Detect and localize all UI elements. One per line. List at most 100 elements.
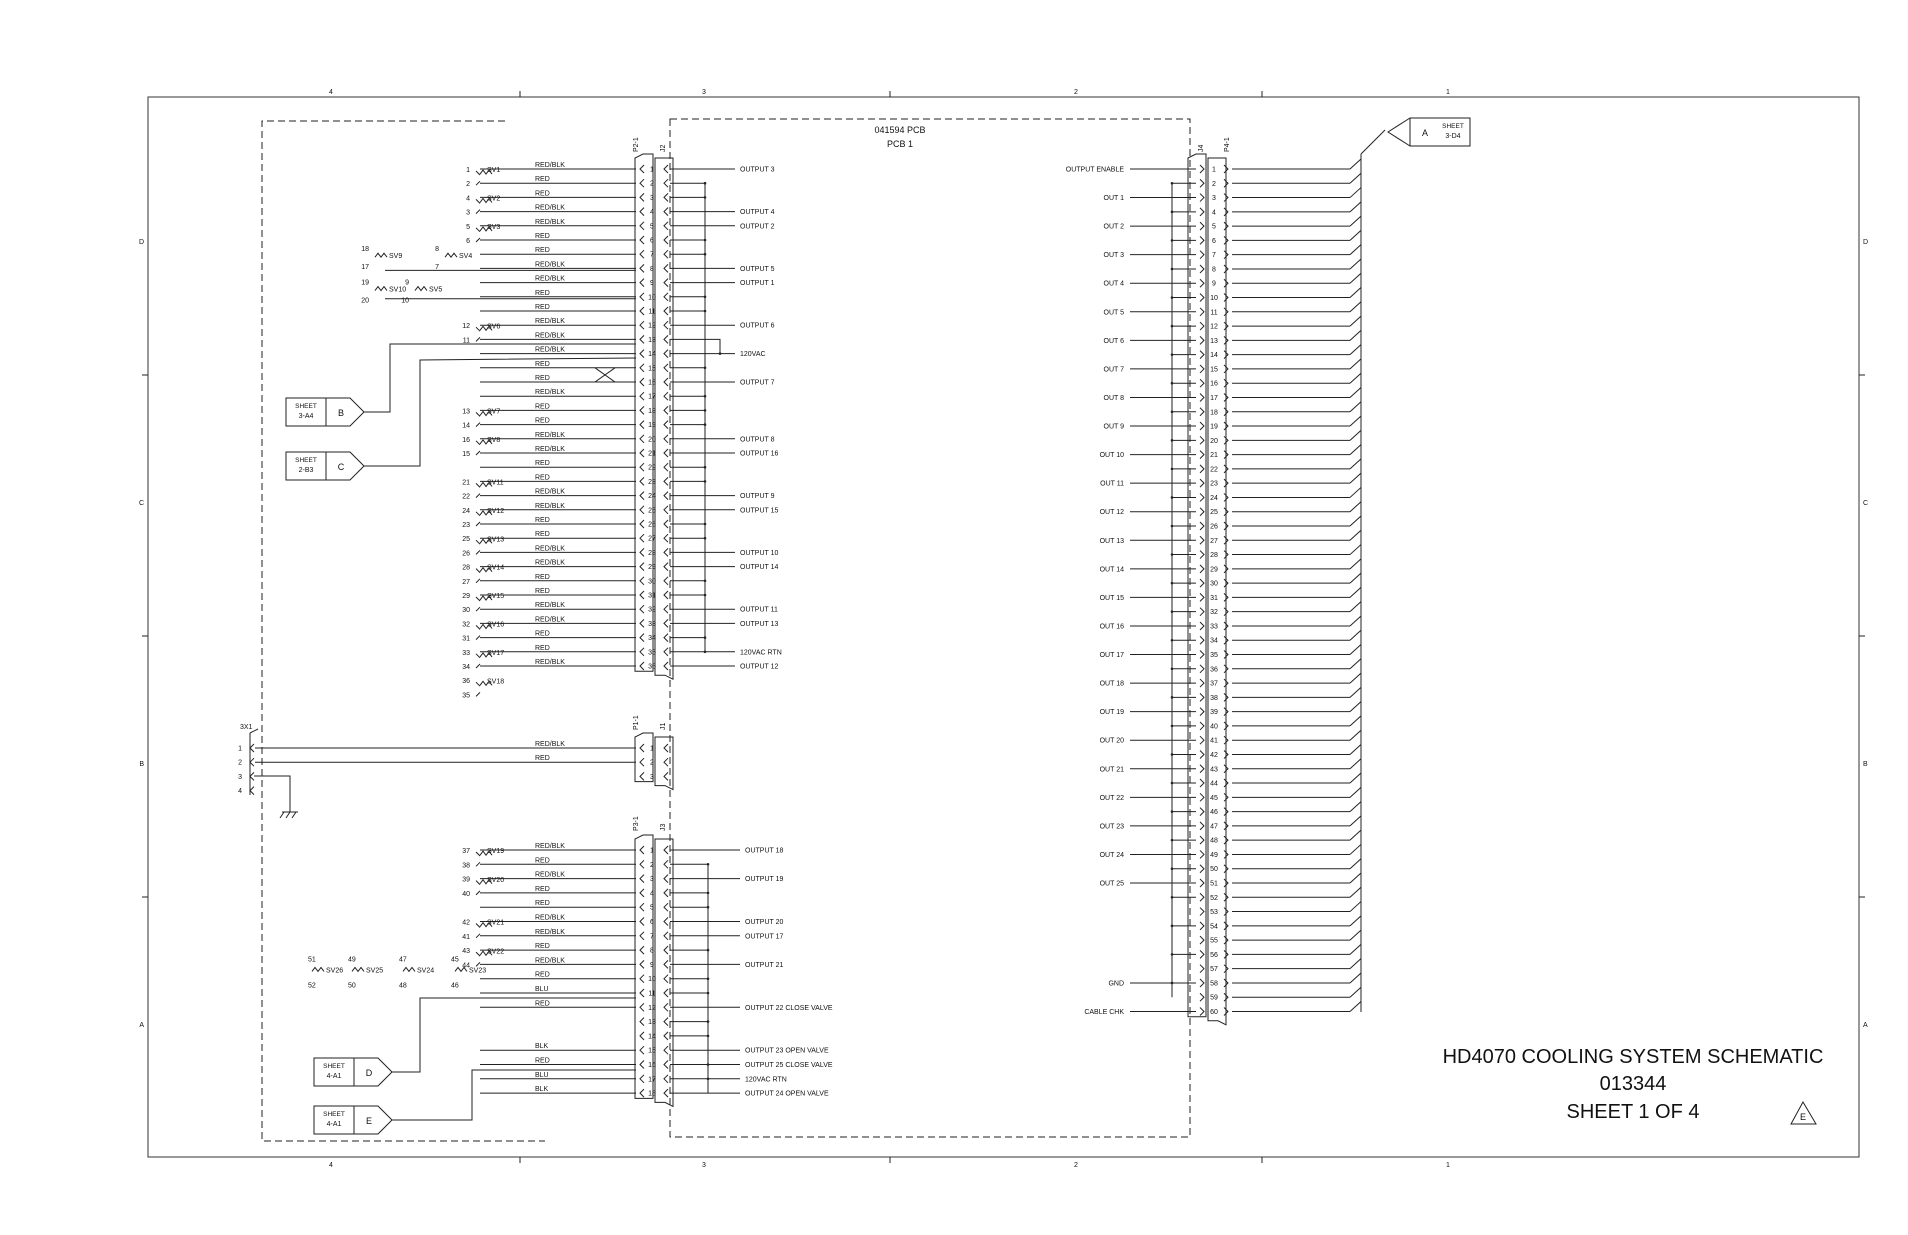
j2-bus-junction (703, 650, 707, 654)
j4-signal-label: OUT 22 (1100, 795, 1124, 802)
j4-plug-chevron (1223, 678, 1229, 688)
j2-wire-color: RED/BLK (535, 205, 565, 212)
j3-plug-chevron (639, 1017, 645, 1026)
j3-bus-junction (706, 991, 710, 995)
j2-plug-chevron (639, 462, 645, 472)
sv-wire-number: 15 (462, 451, 470, 458)
j4-pin-number: 28 (1210, 552, 1218, 559)
j2-bus-junction (703, 636, 707, 639)
j4-cable-bend (1349, 815, 1362, 827)
j4-signal-label: OUT 8 (1104, 395, 1125, 402)
j2-pin-number: 20 (648, 436, 656, 443)
sv-wire-number: 38 (462, 862, 470, 869)
j4-cable-bend (1349, 515, 1362, 527)
j4-cable-bend (1349, 886, 1362, 898)
j4-cable-bend (1349, 786, 1362, 798)
j2-wire-color: RED (535, 375, 550, 382)
ref-tag-loc: 4-A1 (327, 1121, 342, 1128)
j4-pin-number: 52 (1210, 895, 1218, 902)
j2-wire-color: RED (535, 588, 550, 595)
j2-socket-chevron (663, 363, 669, 373)
j4-socket-chevron (1199, 607, 1205, 617)
j3-plug-chevron (639, 960, 645, 969)
j2-socket-chevron (663, 207, 669, 216)
j3-socket-chevron (663, 888, 669, 898)
j4-signal-label: CABLE CHK (1084, 1009, 1124, 1016)
j4-plug-chevron (1223, 207, 1229, 217)
j2-wire-color: RED (535, 176, 550, 183)
j2-pin-number: 23 (648, 479, 656, 486)
pcb-name: PCB 1 (887, 139, 913, 149)
sv-coil (479, 566, 493, 573)
j2-plug-chevron (639, 249, 645, 259)
sv-lead (475, 412, 481, 427)
j4-plug-chevron (1223, 935, 1229, 945)
sv-lead (475, 326, 481, 342)
ref-e-wire (392, 1069, 636, 1121)
ground-symbol (279, 811, 298, 819)
j4-signal-label: OUT 12 (1100, 509, 1124, 516)
j4-socket-chevron (1199, 421, 1205, 431)
j4-socket-chevron (1199, 678, 1205, 688)
j3-wire-color: RED/BLK (535, 915, 565, 922)
j2-wire-color: RED/BLK (535, 389, 565, 396)
j4-cable-bend (1349, 472, 1362, 484)
j2-plug-chevron (639, 562, 645, 571)
j1-pin-number: 3 (650, 774, 654, 781)
sv-name: SV19 (487, 848, 504, 855)
sv-name: SV16 (487, 622, 504, 629)
j4-cable-bend (1349, 587, 1362, 598)
j3-socket-chevron (663, 1088, 669, 1098)
x3-chevron (249, 757, 255, 767)
j4-plug-chevron (1223, 450, 1229, 459)
j4-pin-number: 19 (1210, 424, 1218, 431)
j4-cable-bend (1349, 758, 1362, 770)
j2-socket-chevron (663, 434, 669, 444)
sv-pair-name: SV10 (389, 287, 406, 294)
sv-lead (475, 199, 481, 214)
sv-lead (475, 625, 481, 640)
sv-lead (475, 511, 481, 527)
j4-cable-bend (1349, 958, 1362, 970)
j4-cable-bend (1349, 544, 1362, 555)
j2-wire-color: RED/BLK (535, 162, 565, 169)
j2-pin-number: 11 (648, 309, 655, 316)
j4-plug-chevron (1223, 221, 1229, 231)
sv-wire-number: 3 (466, 210, 470, 217)
j2-socket-chevron (663, 391, 669, 401)
j4-socket-chevron (1199, 735, 1205, 745)
j4-cable-bend (1349, 287, 1362, 298)
sv-name: SV8 (487, 437, 500, 444)
j3-socket-chevron (663, 988, 669, 998)
j4-pin-number: 10 (1210, 295, 1218, 302)
j2-output-label: OUTPUT 14 (740, 564, 778, 571)
sv-pair-number: 17 (361, 264, 369, 271)
j3-plug-chevron (639, 1060, 645, 1069)
j2-pin-number: 26 (648, 522, 656, 529)
j4-plug-chevron (1223, 236, 1229, 245)
sv-wire-number: 2 (466, 181, 470, 188)
j4-plug-chevron (1223, 535, 1229, 545)
j4-socket-chevron (1199, 207, 1205, 217)
j2-wire-color: RED/BLK (535, 432, 565, 439)
j2-plug-chevron (639, 235, 645, 245)
j2-output-label: OUTPUT 16 (740, 451, 778, 458)
j2-wire-color: RED/BLK (535, 616, 565, 623)
j4-plug-chevron (1223, 807, 1229, 816)
j3-bus-junction (706, 905, 710, 909)
j4-pin-number: 47 (1210, 823, 1218, 830)
j4-plug-chevron (1223, 907, 1229, 916)
j3-wire-color: RED (535, 1058, 550, 1065)
j4-cable-bend (1349, 158, 1362, 170)
j4-socket-chevron (1199, 992, 1205, 1002)
j2-socket-chevron (663, 448, 669, 458)
j4-cable-bend (1349, 772, 1362, 784)
sv-pair-number: 18 (361, 246, 369, 253)
j3-wire-color: RED (535, 857, 550, 864)
j2-socket-chevron (663, 462, 669, 472)
j4-plug-chevron (1223, 435, 1229, 445)
j2-socket-chevron (663, 533, 669, 543)
j4-pin-number: 33 (1210, 623, 1218, 630)
j4-pin-number: 30 (1210, 581, 1218, 588)
